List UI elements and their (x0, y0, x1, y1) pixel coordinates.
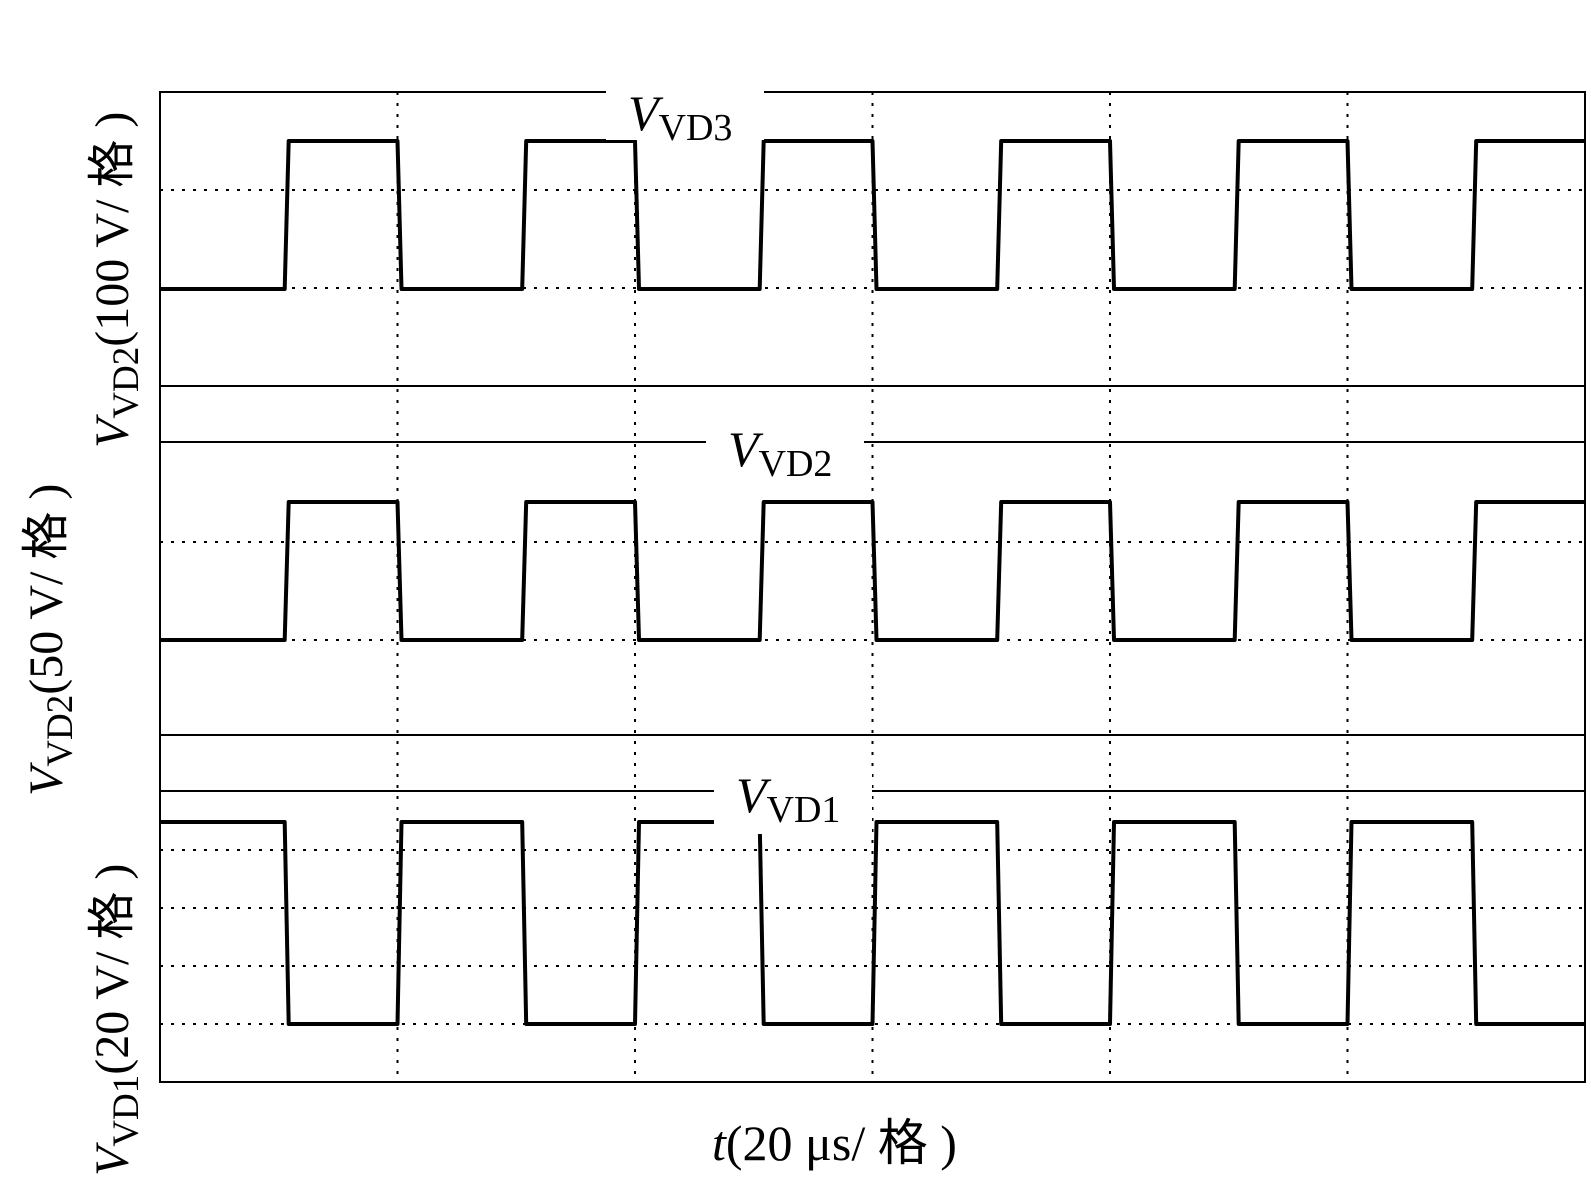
svg-text:VVD3: VVD3 (628, 85, 732, 149)
trace-label-vd3: VVD3 (606, 80, 764, 149)
svg-text:VVD1: VVD1 (736, 767, 840, 831)
trace-label-vd1: VVD1 (714, 767, 872, 834)
plot-frame (159, 91, 1586, 1083)
trace-label-vd2: VVD2 (706, 421, 864, 486)
waveform-vd1 (160, 820, 1585, 1026)
grid-lines (160, 92, 1585, 1082)
waveforms (160, 139, 1585, 1026)
y-axis-label-vd1: VVD1(20 V/ 格 ) (86, 864, 147, 1176)
x-axis-label: t(20 μs/ 格 ) (712, 1115, 957, 1171)
waveform-vd2 (160, 500, 1585, 642)
y-axis-label-vd2: VVD2(50 V/ 格 ) (20, 484, 81, 796)
waveform-vd3 (160, 139, 1585, 291)
y-axis-label-vd3: VVD2(100 V/ 格 ) (86, 112, 147, 448)
svg-text:VVD2: VVD2 (728, 421, 832, 485)
